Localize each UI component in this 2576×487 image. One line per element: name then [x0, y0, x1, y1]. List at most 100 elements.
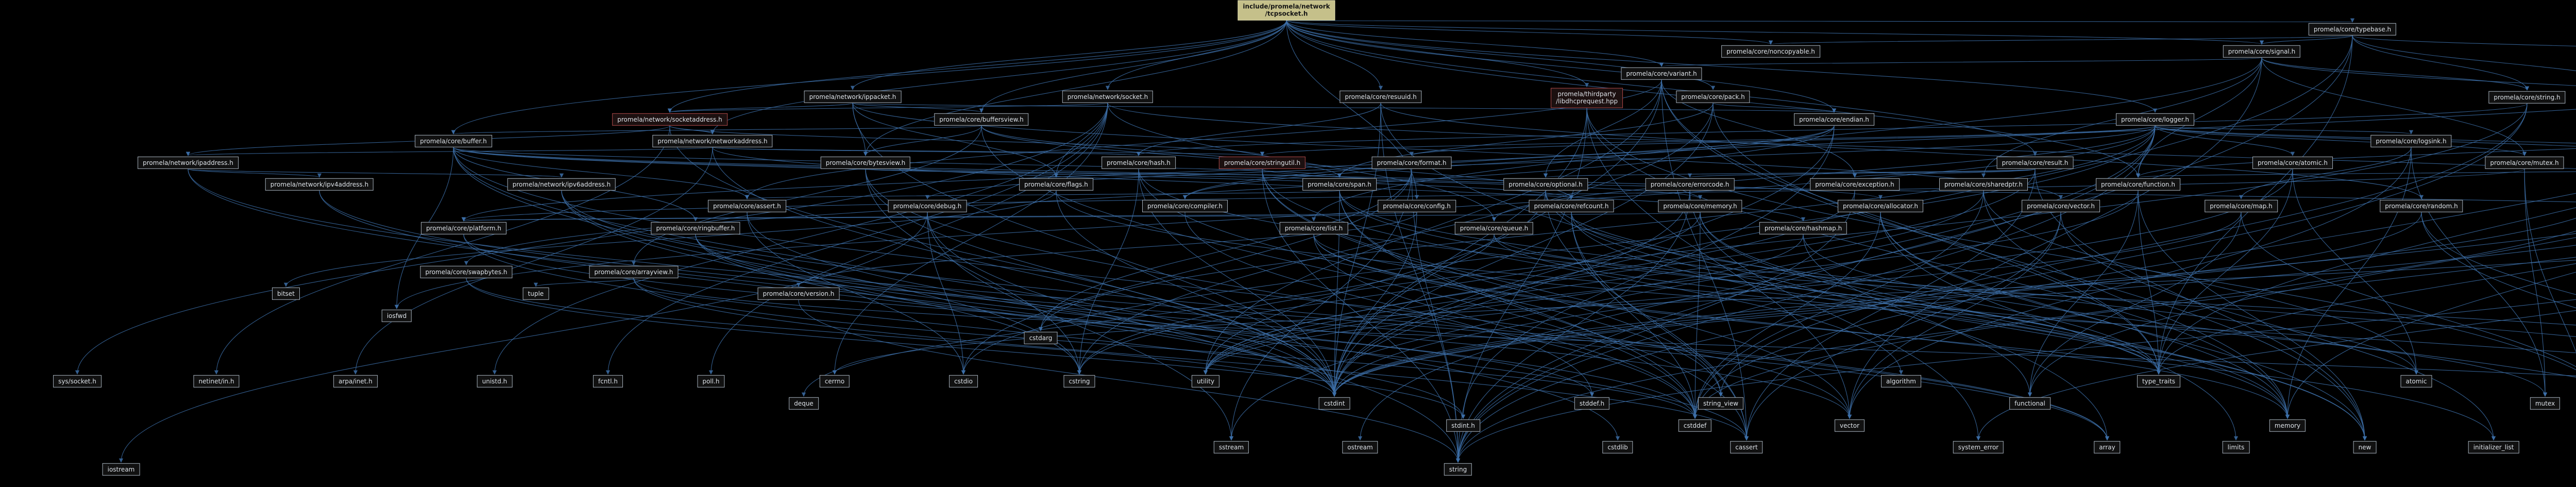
include-edge-queueh-mutex [1494, 234, 2548, 397]
graph-node-compilerh[interactable]: promela/core/compiler.h [1142, 199, 1228, 213]
graph-node-refcount[interactable]: promela/core/refcount.h [1529, 199, 1614, 213]
graph-node-variant[interactable]: promela/core/variant.h [1621, 67, 1702, 80]
graph-node-netinet[interactable]: netinet/in.h [193, 375, 240, 388]
include-edge-listh-initializer_list [1313, 234, 2496, 441]
graph-node-socketh[interactable]: promela/network/socket.h [1062, 90, 1154, 104]
graph-node-result[interactable]: promela/core/result.h [1996, 156, 2074, 170]
graph-node-hashmaph[interactable]: promela/core/hashmap.h [1759, 222, 1848, 235]
include-edge-variant-exception [1661, 79, 1857, 178]
graph-node-typebase[interactable]: promela/core/typebase.h [2308, 23, 2397, 36]
graph-node-netaddr[interactable]: promela/network/networkaddress.h [652, 135, 773, 148]
graph-node-platformh[interactable]: promela/core/platform.h [421, 222, 506, 235]
include-edge-strutil-algorithm [1262, 169, 1904, 375]
graph-node-utility[interactable]: utility [1191, 375, 1220, 388]
include-edge-span-iterator [1339, 190, 2576, 337]
graph-node-span[interactable]: promela/core/span.h [1302, 178, 1377, 191]
graph-node-bytesview[interactable]: promela/core/bytesview.h [820, 156, 911, 170]
graph-node-mutexh[interactable]: promela/core/mutex.h [2485, 156, 2564, 170]
graph-node-unistd[interactable]: unistd.h [477, 375, 513, 388]
graph-node-resuuid[interactable]: promela/core/resuuid.h [1340, 90, 1422, 104]
graph-node-string[interactable]: string [1444, 463, 1472, 476]
graph-node-bitset[interactable]: bitset [272, 287, 300, 300]
graph-node-vector[interactable]: vector [1834, 419, 1865, 432]
graph-node-arpa[interactable]: arpa/inet.h [333, 375, 378, 388]
graph-node-stringh[interactable]: promela/core/string.h [2488, 91, 2566, 104]
graph-node-funch[interactable]: promela/core/function.h [2096, 178, 2180, 191]
include-edge-version-string [798, 299, 1461, 463]
graph-node-queueh[interactable]: promela/core/queue.h [1454, 222, 1534, 235]
graph-node-ippacket[interactable]: promela/network/ippacket.h [804, 90, 902, 104]
graph-node-atomic[interactable]: atomic [2400, 375, 2432, 388]
graph-node-initializer_list[interactable]: initializer_list [2468, 441, 2519, 454]
graph-node-fcntl[interactable]: fcntl.h [593, 375, 623, 388]
graph-node-cassert[interactable]: cassert [1730, 441, 1763, 454]
graph-node-strutil[interactable]: promela/core/stringutil.h [1218, 156, 1306, 170]
graph-node-array[interactable]: array [2094, 441, 2121, 454]
graph-node-swapbytes[interactable]: promela/core/swapbytes.h [420, 265, 513, 279]
graph-node-signal[interactable]: promela/core/signal.h [2223, 45, 2301, 58]
graph-node-tuple[interactable]: tuple [522, 287, 549, 300]
include-edge-stringh-hash [1137, 103, 2528, 156]
graph-node-exception[interactable]: promela/core/exception.h [1810, 178, 1900, 191]
graph-node-vectorh[interactable]: promela/core/vector.h [2022, 199, 2100, 213]
graph-node-iosfwd[interactable]: iosfwd [381, 309, 412, 323]
graph-node-cstdio[interactable]: cstdio [949, 375, 978, 388]
graph-node-sstream[interactable]: sstream [1213, 441, 1249, 454]
graph-node-tcpsocket[interactable]: include/promela/network /tcpsocket.h [1238, 0, 1335, 21]
graph-node-cstddef[interactable]: cstddef [1678, 419, 1712, 432]
graph-node-stddef_h[interactable]: stddef.h [1574, 397, 1610, 410]
graph-node-algorithm[interactable]: algorithm [1881, 375, 1921, 388]
graph-node-ringbuffer[interactable]: promela/core/ringbuffer.h [651, 222, 740, 235]
graph-node-sockaddr[interactable]: promela/network/socketaddress.h [612, 113, 727, 126]
graph-node-memoryh[interactable]: promela/core/memory.h [1658, 199, 1742, 213]
graph-node-libdhcp[interactable]: promela/thirdparty /libdhcprequest.hpp [1550, 88, 1623, 108]
graph-node-noncopy[interactable]: promela/core/noncopyable.h [1721, 45, 1820, 58]
graph-node-cstring[interactable]: cstring [1063, 375, 1095, 388]
graph-node-logger[interactable]: promela/core/logger.h [2115, 113, 2195, 126]
graph-node-cstdint[interactable]: cstdint [1318, 397, 1350, 410]
graph-node-configh[interactable]: promela/core/config.h [1378, 199, 1456, 213]
graph-node-debugh[interactable]: promela/core/debug.h [888, 199, 967, 213]
graph-node-poll[interactable]: poll.h [697, 375, 725, 388]
graph-node-memory[interactable]: memory [2269, 419, 2306, 432]
graph-node-ipaddress[interactable]: promela/network/ipaddress.h [138, 156, 239, 170]
graph-node-bufview[interactable]: promela/core/buffersview.h [934, 113, 1029, 126]
graph-node-optionalh[interactable]: promela/core/optional.h [1503, 178, 1588, 191]
graph-node-ipv4[interactable]: promela/network/ipv4address.h [265, 178, 374, 191]
graph-node-hash[interactable]: promela/core/hash.h [1101, 156, 1176, 170]
graph-node-cstdarg[interactable]: cstdarg [1024, 331, 1058, 345]
graph-node-endianh[interactable]: promela/core/endian.h [1794, 113, 1874, 126]
graph-node-functional[interactable]: functional [2009, 397, 2050, 410]
graph-node-maph[interactable]: promela/core/map.h [2205, 199, 2278, 213]
include-edge-maph-functional [2027, 212, 2242, 397]
graph-node-sharedptr[interactable]: promela/core/sharedptr.h [1939, 178, 2028, 191]
graph-node-limits[interactable]: limits [2222, 441, 2250, 454]
graph-node-alloch[interactable]: promela/core/allocator.h [1837, 199, 1924, 213]
graph-node-assertsh[interactable]: promela/core/assert.h [708, 199, 786, 213]
graph-node-mutex[interactable]: mutex [2530, 397, 2561, 410]
graph-node-new[interactable]: new [2353, 441, 2377, 454]
graph-node-listh[interactable]: promela/core/list.h [1279, 222, 1348, 235]
graph-node-version[interactable]: promela/core/version.h [757, 287, 840, 300]
graph-node-type_traits[interactable]: type_traits [2137, 375, 2181, 388]
graph-node-errorcode[interactable]: promela/core/errorcode.h [1645, 178, 1735, 191]
include-edge-typebase-stringh [2352, 35, 2530, 91]
graph-node-deque[interactable]: deque [789, 397, 819, 410]
graph-node-system_error[interactable]: system_error [1953, 441, 2004, 454]
graph-node-cerrno[interactable]: cerrno [819, 375, 850, 388]
graph-node-cstdlib[interactable]: cstdlib [1602, 441, 1633, 454]
graph-node-buffer[interactable]: promela/core/buffer.h [415, 135, 492, 148]
graph-node-iostream[interactable]: iostream [102, 463, 140, 476]
graph-node-flags[interactable]: promela/core/flags.h [1019, 178, 1093, 191]
graph-node-arrayview[interactable]: promela/core/arrayview.h [589, 265, 679, 279]
graph-node-atomich[interactable]: promela/core/atomic.h [2252, 156, 2333, 170]
graph-node-logsink[interactable]: promela/core/logsink.h [2370, 135, 2452, 148]
graph-node-ipv6[interactable]: promela/network/ipv6address.h [507, 178, 616, 191]
graph-node-format[interactable]: promela/core/format.h [1371, 156, 1452, 170]
graph-node-ostream[interactable]: ostream [1342, 441, 1378, 454]
graph-node-sys_socket[interactable]: sys/socket.h [53, 375, 101, 388]
graph-node-stdint_h[interactable]: stdint.h [1446, 419, 1480, 432]
graph-node-pack[interactable]: promela/core/pack.h [1676, 90, 1750, 104]
graph-node-string_view[interactable]: string_view [1698, 397, 1744, 410]
graph-node-randomh[interactable]: promela/core/random.h [2380, 199, 2463, 213]
